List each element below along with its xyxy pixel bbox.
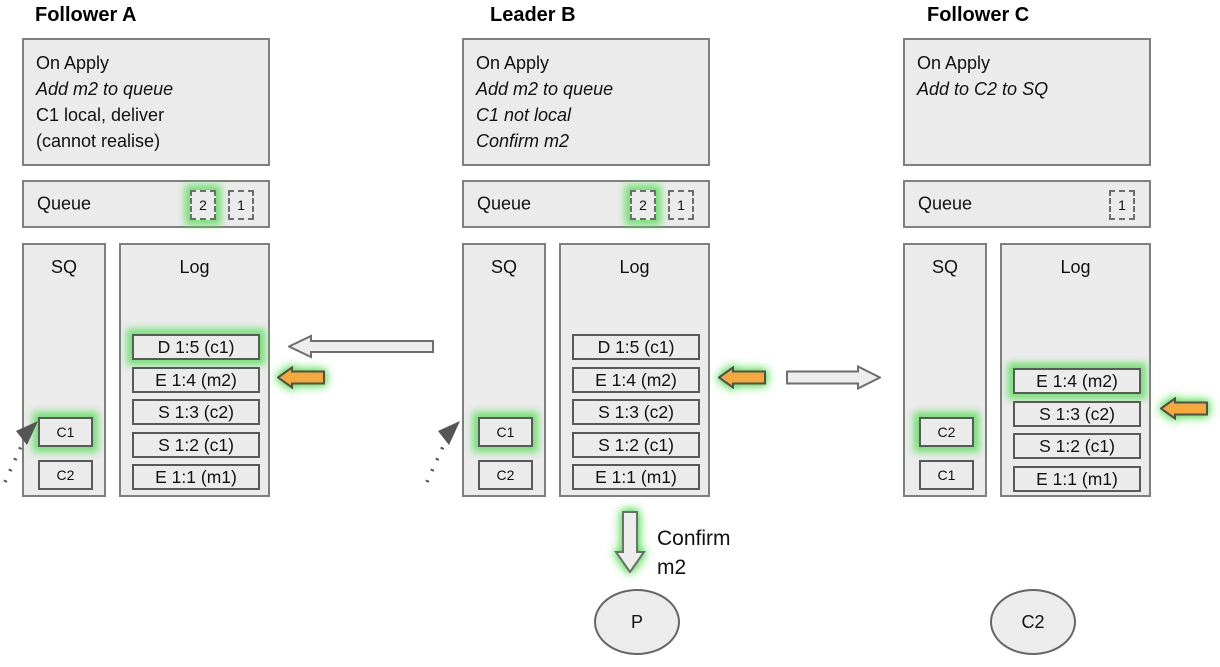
apply-line: C1 not local	[476, 105, 572, 125]
sq-item: C2	[919, 417, 974, 447]
sq-box: SQ C1 C2	[462, 243, 546, 497]
on-apply-box: On Apply Add to C2 to SQ	[903, 38, 1151, 166]
apply-line: On Apply	[36, 53, 110, 73]
queue-box: Queue 1	[903, 180, 1151, 228]
node-leader-b: Leader B On Apply Add m2 to queue C1 not…	[462, 0, 710, 667]
queue-box: Queue 2 1	[22, 180, 270, 228]
confirm-line: m2	[657, 556, 687, 579]
on-apply-box: On Apply Add m2 to queue C1 local, deliv…	[22, 38, 270, 166]
log-box: Log D 1:5 (c1) E 1:4 (m2) S 1:3 (c2) S 1…	[119, 243, 270, 497]
apply-line: Confirm m2	[476, 131, 570, 151]
queue-box: Queue 2 1	[462, 180, 710, 228]
queue-label: Queue	[918, 193, 973, 214]
apply-line: (cannot realise)	[36, 131, 161, 151]
sq-item: C1	[478, 417, 533, 447]
sq-label: SQ	[50, 257, 77, 277]
sq-item: C2	[478, 460, 533, 490]
log-label: Log	[619, 257, 650, 277]
log-entry: S 1:3 (c2)	[132, 399, 260, 425]
queue-label: Queue	[37, 193, 92, 214]
log-entry: E 1:4 (m2)	[1013, 368, 1141, 394]
confirm-annotation: Confirm m2	[657, 524, 731, 582]
sq-label: SQ	[931, 257, 958, 277]
apply-pointer-arrow-icon	[277, 366, 325, 389]
log-box: Log D 1:5 (c1) E 1:4 (m2) S 1:3 (c2) S 1…	[559, 243, 710, 497]
apply-line: Add m2 to queue	[476, 79, 614, 99]
queue-slots: 2 1	[630, 190, 694, 220]
apply-line: C1 local, deliver	[36, 105, 165, 125]
log-entry: S 1:2 (c1)	[572, 431, 700, 458]
queue-slot: 1	[228, 190, 254, 220]
node-title: Follower A	[35, 4, 137, 26]
dotted-arrow-icon	[3, 421, 38, 483]
process-ellipse: C2	[990, 589, 1076, 655]
log-entry: E 1:1 (m1)	[572, 464, 700, 490]
log-entry: E 1:4 (m2)	[132, 366, 260, 393]
node-follower-a: Follower A On Apply Add m2 to queue C1 l…	[22, 0, 270, 667]
node-follower-c: Follower C On Apply Add to C2 to SQ Queu…	[903, 0, 1151, 667]
queue-slot: 1	[1109, 190, 1135, 220]
confirm-down-arrow-icon	[614, 511, 646, 573]
log-entry: E 1:1 (m1)	[1013, 465, 1141, 492]
apply-line: Add to C2 to SQ	[917, 79, 1049, 99]
apply-line: On Apply	[917, 53, 991, 73]
replicate-arrow-left-icon	[288, 334, 434, 359]
apply-pointer-arrow-icon	[718, 366, 766, 389]
log-entry: D 1:5 (c1)	[572, 334, 700, 360]
queue-slots: 1	[1109, 190, 1135, 220]
log-entry: S 1:2 (c1)	[1013, 433, 1141, 459]
log-entry: D 1:5 (c1)	[132, 334, 260, 360]
log-entry: S 1:3 (c2)	[1013, 400, 1141, 427]
sq-box: SQ C2 C1	[903, 243, 987, 497]
process-ellipse: P	[594, 589, 680, 655]
log-entry: S 1:3 (c2)	[572, 399, 700, 425]
replicate-arrow-right-icon	[786, 364, 881, 391]
log-label: Log	[1060, 257, 1091, 277]
queue-slot: 1	[668, 190, 694, 220]
sq-item: C1	[38, 417, 93, 447]
queue-slots: 2 1	[190, 190, 254, 220]
apply-line: Add m2 to queue	[36, 79, 174, 99]
apply-pointer-arrow-icon	[1160, 397, 1208, 420]
process-label: P	[630, 611, 643, 632]
log-entry: S 1:2 (c1)	[132, 431, 260, 458]
log-entry: E 1:1 (m1)	[132, 464, 260, 490]
sq-label: SQ	[490, 257, 517, 277]
confirm-line: Confirm	[657, 527, 731, 550]
queue-slot: 2	[190, 190, 216, 220]
on-apply-box: On Apply Add m2 to queue C1 not local Co…	[462, 38, 710, 166]
queue-label: Queue	[477, 193, 532, 214]
sq-item: C2	[38, 460, 93, 490]
apply-line: On Apply	[476, 53, 550, 73]
node-title: Follower C	[927, 4, 1030, 26]
sq-box: SQ C1 C2	[22, 243, 106, 497]
log-box: Log E 1:4 (m2) S 1:3 (c2) S 1:2 (c1) E 1…	[1000, 243, 1151, 497]
node-title: Leader B	[490, 4, 576, 26]
log-label: Log	[179, 257, 210, 277]
process-label: C2	[1021, 611, 1045, 632]
sq-item: C1	[919, 460, 974, 490]
log-entry: E 1:4 (m2)	[572, 366, 700, 393]
dotted-arrow-icon	[425, 421, 460, 483]
queue-slot: 2	[630, 190, 656, 220]
